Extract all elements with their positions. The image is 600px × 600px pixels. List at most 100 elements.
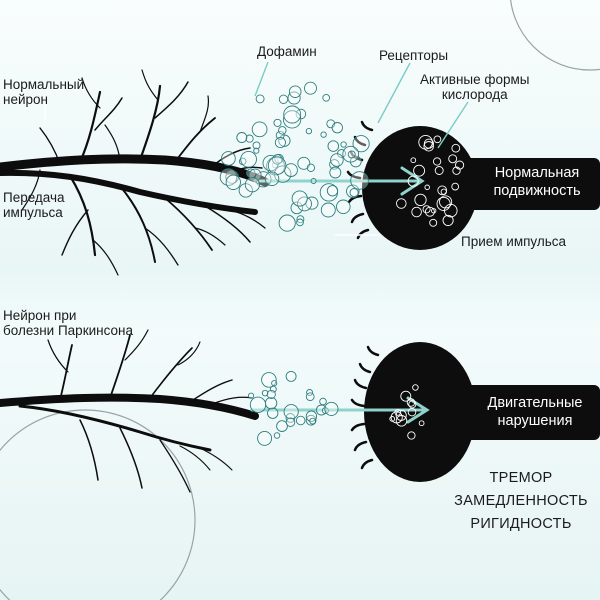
ros-bubble bbox=[423, 138, 434, 149]
ros-bubble bbox=[432, 157, 442, 166]
ros-bubble bbox=[424, 184, 430, 191]
dopamine-bubble bbox=[273, 432, 281, 439]
dopamine-bubble bbox=[245, 134, 254, 143]
dopamine-bubble bbox=[349, 155, 362, 168]
parkinson-receiving-neuron bbox=[364, 342, 600, 482]
ros-bubble bbox=[439, 195, 453, 209]
dopamine-bubble bbox=[257, 430, 273, 446]
dopamine-bubble bbox=[225, 174, 241, 190]
receptors-pointer bbox=[377, 62, 411, 124]
dopamine-bubbles-parkinson bbox=[248, 370, 339, 446]
normal-axon-terminal bbox=[0, 69, 270, 276]
dopamine-bubble bbox=[305, 127, 313, 135]
dopamine-bubble bbox=[331, 122, 343, 134]
ros-bubble bbox=[410, 157, 417, 164]
dopamine-bubble bbox=[336, 199, 351, 215]
ros-bubble bbox=[437, 185, 448, 196]
decor-circle-bottom-left bbox=[0, 409, 196, 600]
dopamine-bubble bbox=[240, 150, 257, 168]
dopamine-bubble bbox=[273, 118, 282, 127]
dopamine-bubble bbox=[261, 372, 277, 388]
ros-bubble bbox=[423, 141, 434, 152]
symptoms-list: ТРЕМОР ЗАМЕДЛЕННОСТЬ РИГИДНОСТЬ bbox=[446, 471, 596, 532]
dopamine-bubble bbox=[320, 131, 327, 138]
dopamine-bubble bbox=[248, 392, 255, 399]
dopamine-bubble bbox=[284, 163, 298, 177]
dopamine-bubble bbox=[295, 415, 306, 426]
dopamine-bubble bbox=[349, 188, 359, 198]
dopamine-bubble bbox=[255, 94, 265, 104]
ros-bubble bbox=[395, 415, 408, 427]
dopamine-pointer bbox=[254, 61, 269, 97]
dopamine-bubble bbox=[297, 156, 311, 170]
ros-bubble bbox=[396, 198, 407, 209]
ros-bubble bbox=[440, 188, 447, 195]
ros-bubble bbox=[442, 214, 454, 226]
dopamine-bubble bbox=[290, 201, 304, 215]
dopamine-bubble bbox=[347, 150, 356, 159]
dopamine-bubble bbox=[322, 93, 331, 102]
dopamine-bubble bbox=[320, 202, 336, 218]
dopamine-bubble bbox=[264, 171, 280, 186]
dopamine-bubble bbox=[296, 218, 304, 227]
dopamine-bubble bbox=[305, 414, 317, 426]
impulse-arrow-normal bbox=[253, 166, 425, 196]
ros-bubbles-parkinson bbox=[389, 384, 425, 440]
impulse-reception-label: Прием импульса bbox=[461, 234, 567, 249]
decor-circle-top-right bbox=[510, 0, 600, 71]
ros-bubble bbox=[411, 206, 422, 218]
parkinson-receptors bbox=[350, 345, 380, 470]
dopamine-bubble bbox=[324, 401, 339, 416]
receptors-label: Рецепторы bbox=[379, 48, 449, 63]
symptom-slowness: ЗАМЕДЛЕННОСТЬ bbox=[454, 493, 588, 509]
ros-bubble bbox=[400, 390, 412, 402]
ros-bubble bbox=[418, 134, 433, 150]
ros-bubble bbox=[407, 407, 417, 417]
dopamine-bubble bbox=[285, 417, 296, 427]
dopamine-bubble bbox=[278, 126, 287, 135]
dopamine-bubble bbox=[264, 396, 278, 410]
dopamine-bubble bbox=[278, 214, 296, 232]
dopamine-bubble bbox=[252, 141, 261, 150]
ros-bubble bbox=[418, 420, 425, 427]
ros-bubble bbox=[407, 175, 419, 187]
dopamine-bubble bbox=[244, 177, 260, 193]
dopamine-bubble bbox=[291, 190, 308, 207]
dopamine-bubble bbox=[274, 136, 286, 149]
ros-bubble bbox=[412, 384, 419, 391]
dopamine-bubble bbox=[221, 151, 236, 166]
dopamine-bubble bbox=[330, 153, 344, 167]
ros-bubble bbox=[431, 208, 437, 214]
ros-bubble bbox=[433, 135, 442, 144]
ros-bubble bbox=[413, 164, 426, 177]
dopamine-bubble bbox=[288, 85, 302, 98]
dopamine-bubble bbox=[278, 94, 289, 104]
dopamine-bubble bbox=[342, 145, 360, 163]
ros-bubble bbox=[451, 182, 460, 191]
ros-bubbles-normal bbox=[396, 134, 465, 227]
ros-bubble bbox=[414, 193, 427, 207]
ros-bubble bbox=[406, 398, 416, 407]
dopamine-bubble bbox=[350, 171, 369, 190]
dopamine-bubble bbox=[287, 91, 301, 105]
dopamine-bubble bbox=[248, 168, 262, 182]
dopamine-bubble bbox=[309, 417, 316, 425]
ros-bubble bbox=[448, 154, 458, 164]
symptom-rigidity: РИГИДНОСТЬ bbox=[470, 516, 572, 532]
dopamine-bubble bbox=[251, 121, 268, 138]
dopamine-bubble bbox=[326, 185, 339, 197]
dopamine-bubble bbox=[327, 140, 340, 152]
ros-bubble bbox=[452, 166, 461, 175]
dopamine-bubble bbox=[261, 389, 269, 397]
ros-bubble bbox=[429, 218, 438, 227]
dopamine-bubble bbox=[306, 163, 316, 172]
parkinson-axon-terminal bbox=[0, 329, 259, 493]
ros-bubble bbox=[422, 205, 431, 214]
symptom-tremor: ТРЕМОР bbox=[489, 470, 553, 486]
dopamine-bubble bbox=[319, 397, 327, 406]
